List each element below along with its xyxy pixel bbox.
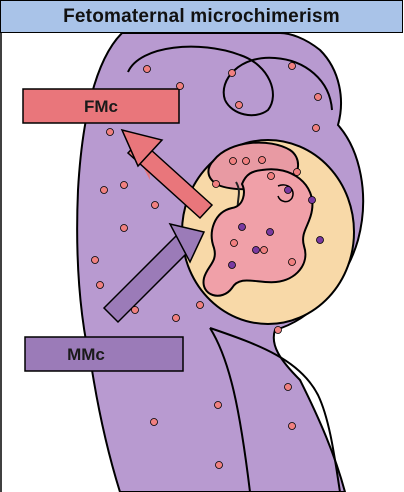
fetal-cell [215, 402, 222, 409]
fetal-cell [213, 181, 220, 188]
fetal-cell [230, 158, 237, 165]
maternal-cell [239, 224, 246, 231]
fetal-cell [243, 158, 250, 165]
fetal-cell [173, 315, 180, 322]
maternal-cell [229, 262, 236, 269]
fetal-cell [236, 102, 243, 109]
fmc-label-box: FMc [23, 89, 179, 123]
fetal-cell [92, 257, 99, 264]
fetal-cell [229, 70, 236, 77]
maternal-cell [267, 229, 274, 236]
maternal-cell [309, 197, 316, 204]
fetal-cell [177, 83, 184, 90]
fetal-cell [121, 225, 128, 232]
fetal-cell [231, 240, 238, 247]
maternal-cell [253, 247, 260, 254]
fetal-cell [315, 94, 322, 101]
fetal-cell [97, 282, 104, 289]
fetal-cell [294, 169, 301, 176]
fetal-cell [285, 384, 292, 391]
fetal-cell [261, 247, 268, 254]
mmc-label-box: MMc [25, 337, 183, 371]
mmc-label: MMc [67, 345, 105, 364]
fetal-cell [132, 307, 139, 314]
fetal-cell [289, 423, 296, 430]
fetal-cell [289, 63, 296, 70]
fetal-cell [144, 66, 151, 73]
fetal-cell [216, 462, 223, 469]
fetal-cell [313, 125, 320, 132]
maternal-cell [317, 237, 324, 244]
fetal-cell [151, 419, 158, 426]
fmc-label: FMc [84, 97, 118, 116]
figure-title: Fetomaternal microchimerism [63, 6, 340, 28]
fetal-cell [121, 182, 128, 189]
fetal-cell [289, 259, 296, 266]
fetal-cell [101, 187, 108, 194]
maternal-cell [285, 187, 292, 194]
fetal-cell [259, 157, 266, 164]
fetal-cell [197, 302, 204, 309]
illustration: FMc MMc [0, 33, 404, 492]
fetal-cell [107, 129, 114, 136]
fetal-cell [152, 202, 159, 209]
fetal-cell [275, 327, 282, 334]
fetal-cell [268, 173, 275, 180]
title-bar: Fetomaternal microchimerism [0, 0, 403, 33]
